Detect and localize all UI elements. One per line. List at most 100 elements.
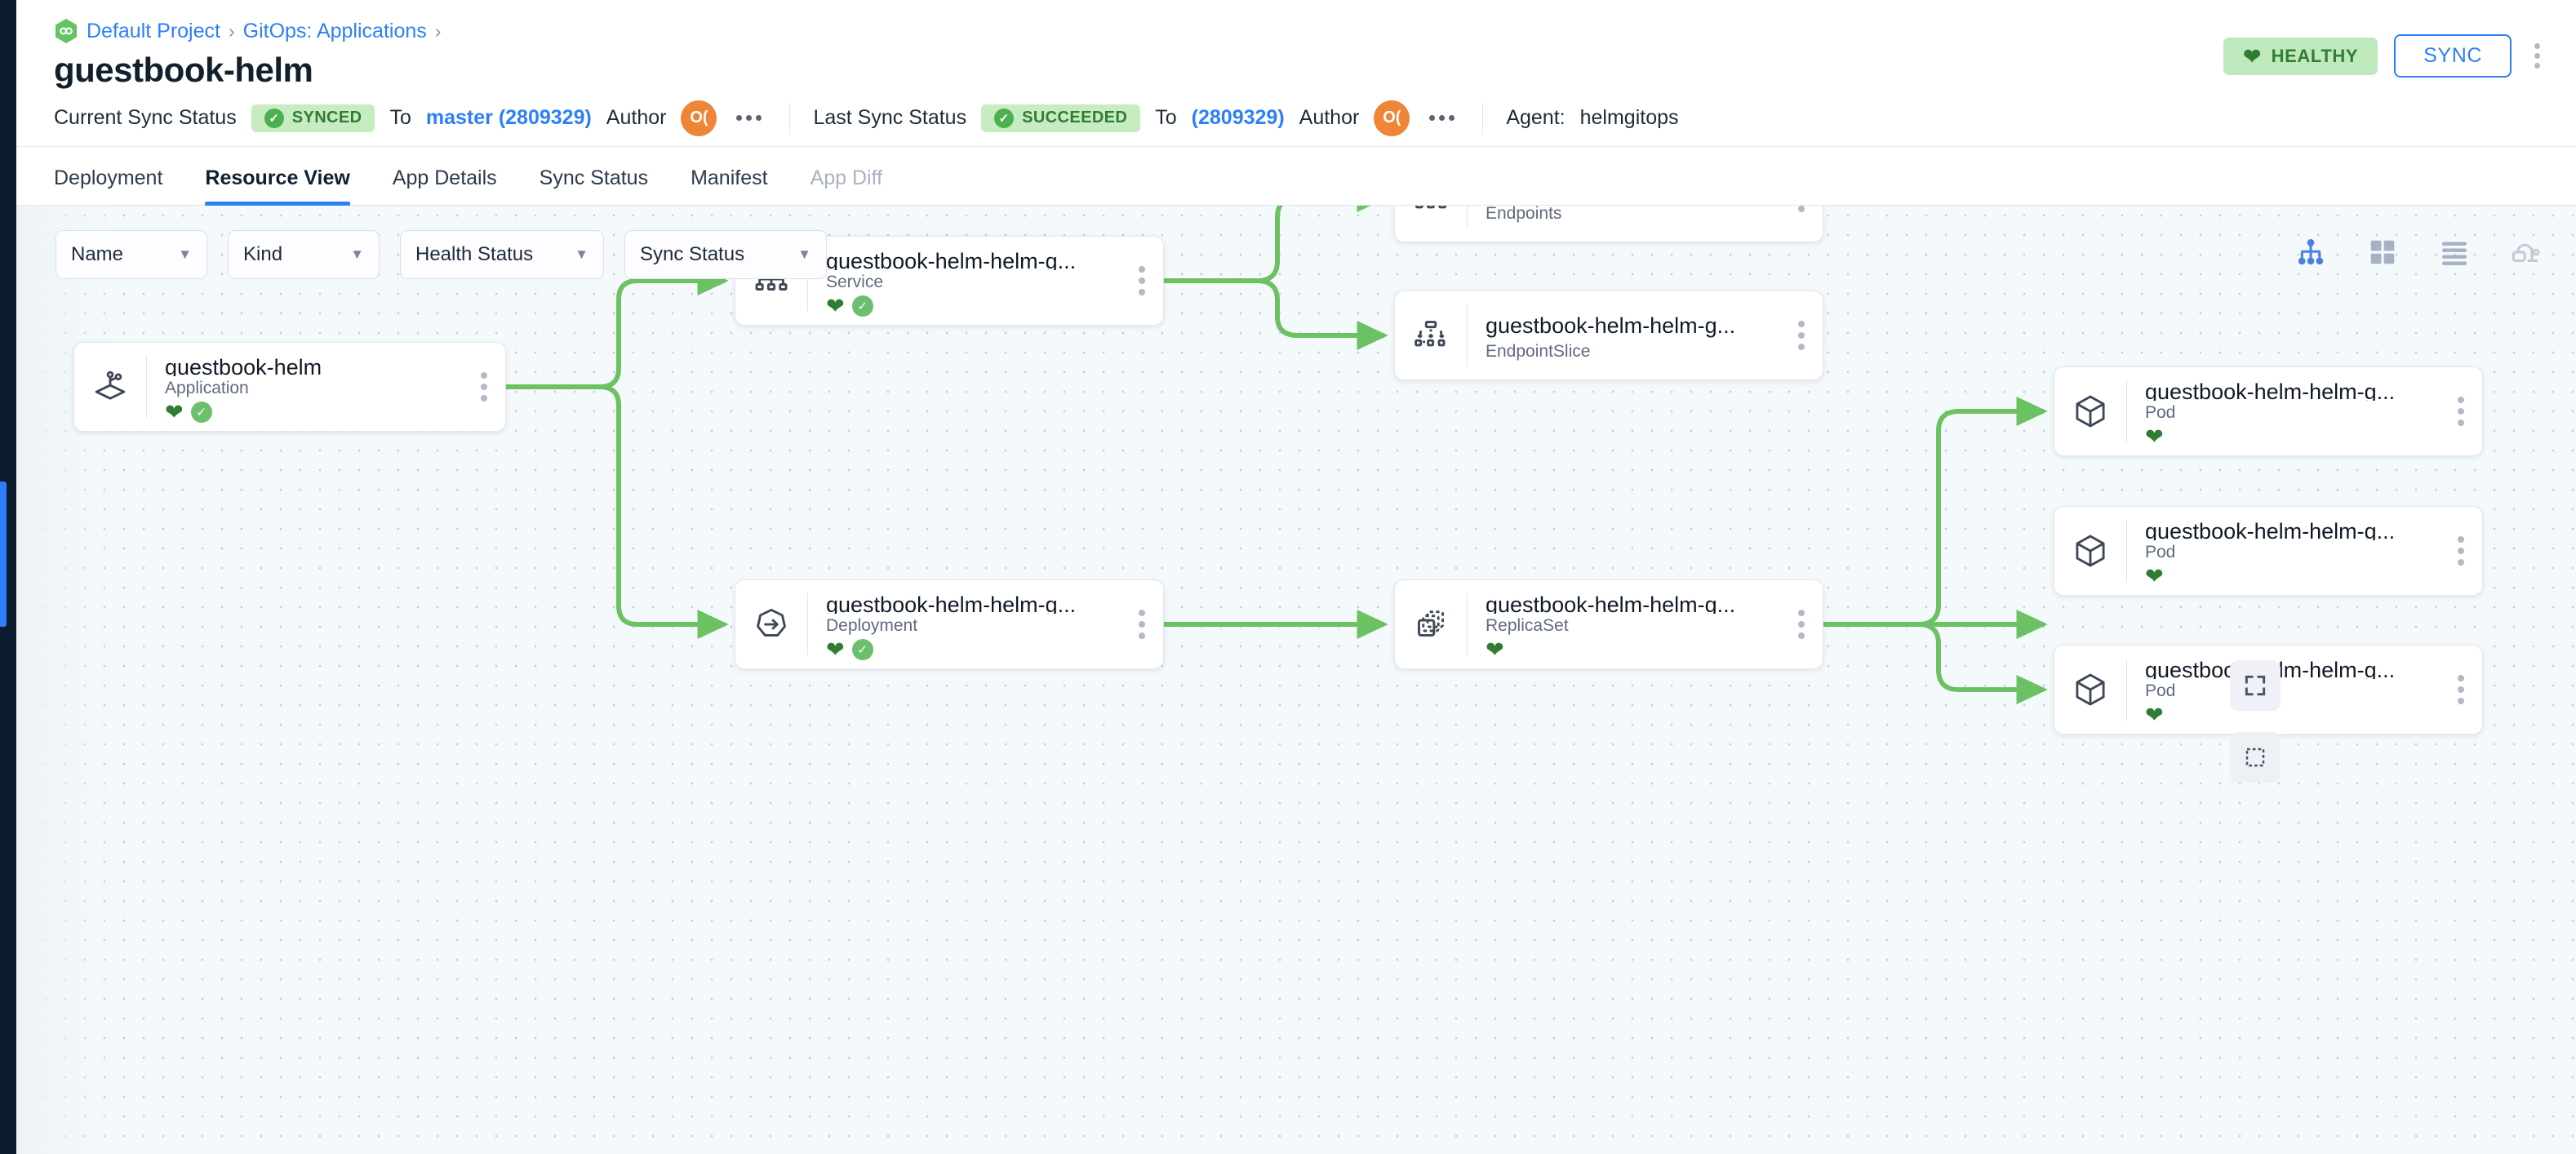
- node-body: guestbook-helm-helm-g... Endpoints: [1468, 206, 1790, 242]
- node-menu-icon[interactable]: [1790, 610, 1823, 639]
- graph-node-endpoints[interactable]: guestbook-helm-helm-g... Endpoints: [1394, 206, 1823, 242]
- replicaset-icon: [1395, 580, 1467, 668]
- node-kind: Application: [165, 379, 249, 397]
- agent-group: Agent: helmgitops: [1506, 106, 1678, 130]
- node-menu-icon[interactable]: [1790, 206, 1823, 212]
- tab-app-details[interactable]: App Details: [392, 166, 497, 189]
- last-author-label: Author: [1299, 106, 1360, 129]
- node-name: guestbook-helm-helm-g...: [2145, 519, 2396, 540]
- network-view-icon[interactable]: [2509, 235, 2543, 269]
- check-circle-icon: ✓: [994, 108, 1015, 128]
- filter-name[interactable]: Name ▼: [56, 230, 207, 279]
- heart-icon: ❤: [165, 399, 184, 424]
- node-divider: [1467, 304, 1468, 366]
- heart-icon: ❤: [2145, 702, 2164, 727]
- tab-app-diff: App Diff: [810, 166, 883, 189]
- last-to-label: To: [1155, 106, 1177, 129]
- heart-icon: ❤: [2243, 43, 2262, 69]
- node-menu-icon[interactable]: [1130, 610, 1163, 639]
- filter-name-label: Name: [71, 243, 124, 265]
- node-divider: [1467, 206, 1468, 229]
- tab-resource-view[interactable]: Resource View: [184, 166, 371, 206]
- heart-icon: ❤: [826, 293, 845, 318]
- node-status: ❤: [2145, 565, 2449, 587]
- last-sync-status-pill[interactable]: ✓ SUCCEEDED: [981, 104, 1141, 132]
- header-actions: ❤ HEALTHY SYNC: [2223, 34, 2547, 78]
- breadcrumb-separator-trailing: ›: [434, 20, 442, 42]
- node-status: ❤ ✓: [826, 295, 1130, 317]
- filter-health-status-label: Health Status: [415, 243, 534, 265]
- deployment-icon: [735, 580, 807, 668]
- heart-icon: ❤: [2145, 424, 2164, 449]
- left-nav-rail[interactable]: [0, 0, 16, 1154]
- breadcrumb-link-applications[interactable]: GitOps: Applications: [242, 19, 427, 42]
- node-name: guestbook-helm-helm-g...: [826, 593, 1077, 614]
- node-name: guestbook-helm-helm-g...: [2145, 379, 2396, 401]
- pod-icon: [2054, 367, 2126, 455]
- kebab-menu-icon[interactable]: [2528, 38, 2547, 73]
- tree-view-icon[interactable]: [2294, 235, 2328, 269]
- node-menu-icon[interactable]: [1130, 266, 1163, 295]
- current-sync-status-pill[interactable]: ✓ SYNCED: [251, 104, 375, 132]
- filter-health-status[interactable]: Health Status ▼: [400, 230, 604, 279]
- node-divider: [146, 356, 147, 418]
- node-kind: Deployment: [826, 616, 918, 635]
- tab-deployment[interactable]: Deployment: [54, 166, 163, 189]
- node-kind: Endpoints: [1486, 206, 1562, 224]
- grid-view-icon[interactable]: [2365, 235, 2400, 269]
- node-menu-icon[interactable]: [2449, 536, 2482, 566]
- filter-kind[interactable]: Kind ▼: [228, 230, 380, 279]
- node-kind: EndpointSlice: [1486, 342, 1591, 362]
- current-author-label: Author: [606, 106, 667, 129]
- breadcrumb: Default Project › GitOps: Applications ›: [16, 18, 2576, 44]
- current-sync-status-label: Current Sync Status: [54, 106, 237, 129]
- node-body: guestbook-helm-helm-g... Pod ❤: [2127, 367, 2449, 455]
- select-box-icon[interactable]: [2230, 732, 2281, 783]
- application-icon: [74, 343, 146, 431]
- synced-check-icon: ✓: [190, 402, 212, 423]
- list-view-icon[interactable]: [2437, 235, 2472, 269]
- tab-manifest[interactable]: Manifest: [691, 166, 768, 189]
- node-body: guestbook-helm-helm-g... Service ❤ ✓: [808, 237, 1130, 325]
- filter-sync-status-label: Sync Status: [640, 243, 745, 265]
- last-author-more-icon[interactable]: [1424, 110, 1459, 126]
- filter-sync-status[interactable]: Sync Status ▼: [624, 230, 827, 279]
- node-menu-icon[interactable]: [2449, 675, 2482, 704]
- graph-node-replicaset[interactable]: guestbook-helm-helm-g... ReplicaSet ❤: [1394, 579, 1823, 669]
- heart-icon: ❤: [1486, 637, 1504, 662]
- graph-node-pod-1[interactable]: guestbook-helm-helm-g... Pod ❤: [2054, 366, 2483, 456]
- node-body: guestbook-helm-helm-g... Pod ❤: [2127, 646, 2449, 734]
- current-revision-link[interactable]: master (2809329): [425, 106, 592, 129]
- node-status: ❤ ✓: [826, 638, 1130, 660]
- graph-node-endpointslice[interactable]: guestbook-helm-helm-g... EndpointSlice: [1394, 291, 1823, 380]
- node-divider: [2126, 380, 2127, 442]
- fullscreen-icon[interactable]: [2230, 660, 2281, 711]
- pod-icon: [2054, 646, 2126, 734]
- current-author-avatar[interactable]: O(: [681, 100, 717, 136]
- last-revision-link[interactable]: (2809329): [1191, 106, 1285, 129]
- graph-node-application[interactable]: guestbook-helm Application ❤ ✓: [73, 342, 506, 432]
- health-status-badge[interactable]: ❤ HEALTHY: [2223, 37, 2378, 75]
- status-divider-1: [789, 102, 791, 134]
- node-menu-icon[interactable]: [2449, 397, 2482, 426]
- graph-node-pod-2[interactable]: guestbook-helm-helm-g... Pod ❤: [2054, 506, 2483, 596]
- node-menu-icon[interactable]: [1790, 321, 1823, 350]
- node-status: ❤: [1486, 637, 1790, 662]
- sync-button[interactable]: SYNC: [2394, 34, 2512, 78]
- page-title: guestbook-helm: [54, 51, 313, 89]
- chevron-down-icon: ▼: [575, 246, 588, 262]
- node-divider: [807, 593, 808, 655]
- chevron-down-icon: ▼: [350, 246, 364, 262]
- last-author-avatar[interactable]: O(: [1374, 100, 1410, 136]
- current-author-more-icon[interactable]: [731, 110, 766, 126]
- tab-sync-status[interactable]: Sync Status: [539, 166, 649, 189]
- graph-node-deployment[interactable]: guestbook-helm-helm-g... Deployment ❤ ✓: [735, 579, 1164, 669]
- node-kind: Pod: [2145, 403, 2176, 422]
- node-name: guestbook-helm-helm-g...: [1486, 313, 1736, 338]
- node-menu-icon[interactable]: [473, 372, 505, 402]
- resource-tree-canvas[interactable]: Name ▼ Kind ▼ Health Status ▼ Sync Statu…: [16, 206, 2576, 1154]
- chevron-down-icon: ▼: [178, 246, 192, 262]
- filter-toolbar: Name ▼ Kind ▼ Health Status ▼ Sync Statu…: [56, 230, 827, 279]
- breadcrumb-link-project[interactable]: Default Project: [87, 19, 220, 42]
- node-kind: Service: [826, 273, 884, 291]
